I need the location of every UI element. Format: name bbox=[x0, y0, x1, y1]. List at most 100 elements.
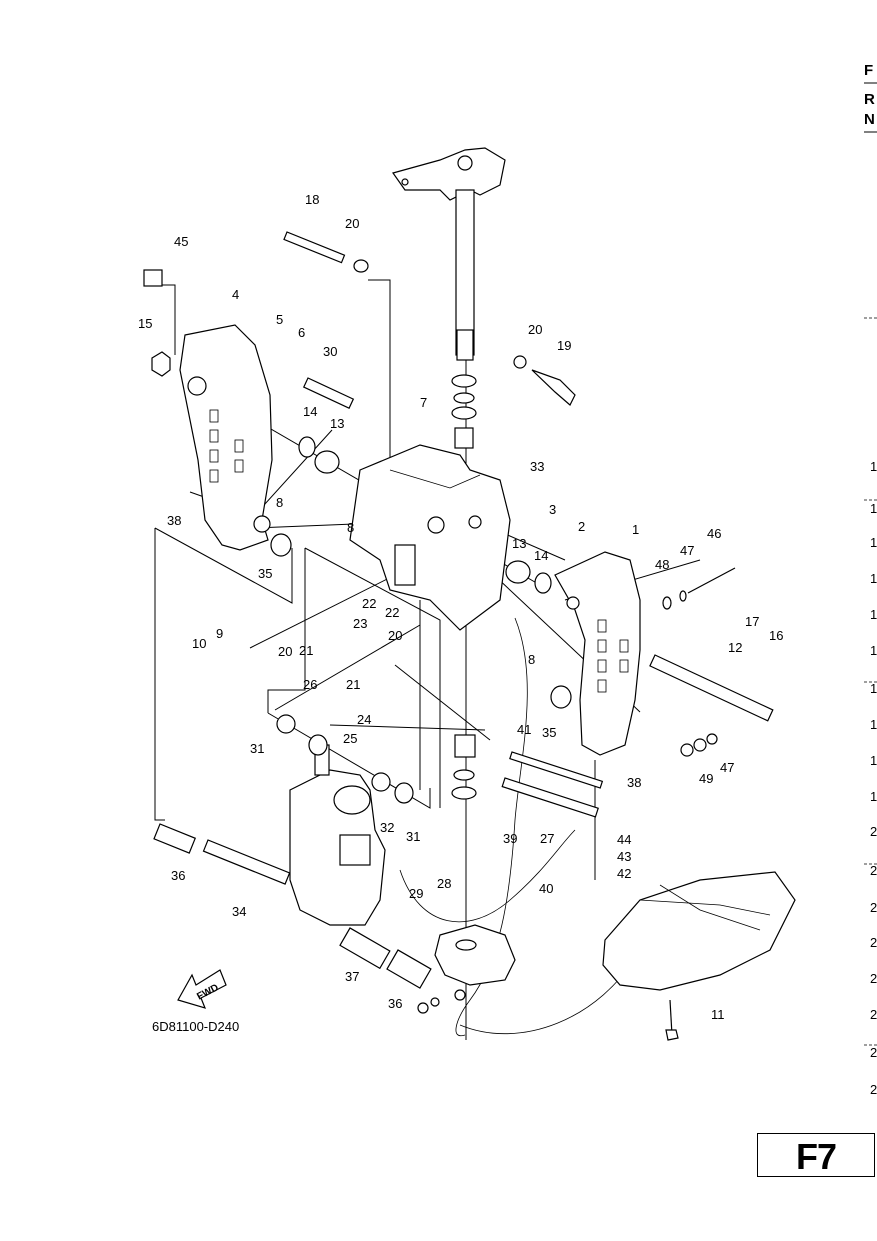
callout-38: 38 bbox=[167, 513, 181, 528]
edge-number: 1 bbox=[870, 571, 877, 586]
callout-47: 47 bbox=[720, 760, 734, 775]
callout-15: 15 bbox=[138, 316, 152, 331]
callout-9: 9 bbox=[216, 626, 223, 641]
callout-49: 49 bbox=[699, 771, 713, 786]
edge-number: 2 bbox=[870, 900, 877, 915]
edge-header-n: N bbox=[864, 111, 875, 128]
callout-30: 30 bbox=[323, 344, 337, 359]
plate-41 bbox=[509, 751, 604, 789]
edge-number: 2 bbox=[870, 935, 877, 950]
edge-number: 1 bbox=[870, 717, 877, 732]
callout-5: 5 bbox=[276, 312, 283, 327]
callout-18: 18 bbox=[305, 192, 319, 207]
callout-37: 37 bbox=[345, 969, 359, 984]
callout-8: 8 bbox=[276, 495, 283, 510]
edge-number: 2 bbox=[870, 971, 877, 986]
callout-39: 39 bbox=[503, 831, 517, 846]
callout-12: 12 bbox=[728, 640, 742, 655]
edge-header-r: R bbox=[864, 91, 875, 108]
callout-21: 21 bbox=[299, 643, 313, 658]
lower-unit-casing bbox=[602, 871, 796, 991]
callout-33: 33 bbox=[530, 459, 544, 474]
callout-28: 28 bbox=[437, 876, 451, 891]
callout-31: 31 bbox=[250, 741, 264, 756]
through-bolt bbox=[649, 654, 774, 722]
callout-1: 1 bbox=[632, 522, 639, 537]
callout-20: 20 bbox=[345, 216, 359, 231]
callout-25: 25 bbox=[343, 731, 357, 746]
callout-38: 38 bbox=[627, 775, 641, 790]
edge-number: 1 bbox=[870, 681, 877, 696]
callout-42: 42 bbox=[617, 866, 631, 881]
edge-number: 1 bbox=[870, 501, 877, 516]
callout-2: 2 bbox=[578, 519, 585, 534]
fwd-arrow: FWD bbox=[177, 969, 227, 1009]
pin-18 bbox=[283, 231, 346, 264]
callout-24: 24 bbox=[357, 712, 371, 727]
callout-13: 13 bbox=[330, 416, 344, 431]
callout-19: 19 bbox=[557, 338, 571, 353]
edge-number: 2 bbox=[870, 863, 877, 878]
callout-4: 4 bbox=[232, 287, 239, 302]
callout-44: 44 bbox=[617, 832, 631, 847]
callout-43: 43 bbox=[617, 849, 631, 864]
callout-20: 20 bbox=[388, 628, 402, 643]
swivel-bracket bbox=[349, 444, 511, 631]
callout-47: 47 bbox=[680, 543, 694, 558]
callout-3: 3 bbox=[549, 502, 556, 517]
callout-36: 36 bbox=[171, 868, 185, 883]
callout-20: 20 bbox=[278, 644, 292, 659]
edge-number: 1 bbox=[870, 789, 877, 804]
callout-46: 46 bbox=[707, 526, 721, 541]
callout-36: 36 bbox=[388, 996, 402, 1011]
callout-29: 29 bbox=[409, 886, 423, 901]
callout-35: 35 bbox=[258, 566, 272, 581]
callout-31: 31 bbox=[406, 829, 420, 844]
edge-number: 1 bbox=[870, 459, 877, 474]
callout-14: 14 bbox=[534, 548, 548, 563]
callout-27: 27 bbox=[540, 831, 554, 846]
callout-23: 23 bbox=[353, 616, 367, 631]
callout-11: 11 bbox=[711, 1007, 725, 1022]
parts bbox=[143, 147, 796, 1041]
callout-45: 45 bbox=[174, 234, 188, 249]
callout-8: 8 bbox=[347, 520, 354, 535]
callout-34: 34 bbox=[232, 904, 246, 919]
callout-10: 10 bbox=[192, 636, 206, 651]
callout-41: 41 bbox=[517, 722, 531, 737]
edge-number: 1 bbox=[870, 643, 877, 658]
callout-17: 17 bbox=[745, 614, 759, 629]
clamp-bracket-right bbox=[554, 551, 641, 756]
clamp-bracket-left bbox=[179, 324, 273, 551]
lower-bushing bbox=[454, 734, 476, 758]
callout-7: 7 bbox=[420, 395, 427, 410]
callout-21: 21 bbox=[346, 677, 360, 692]
plate-39 bbox=[501, 777, 599, 818]
steering-arm bbox=[392, 147, 506, 201]
callout-32: 32 bbox=[380, 820, 394, 835]
callout-48: 48 bbox=[655, 557, 669, 572]
callout-22: 22 bbox=[362, 596, 376, 611]
edge-number: 1 bbox=[870, 535, 877, 550]
callout-16: 16 bbox=[769, 628, 783, 643]
edge-number: 2 bbox=[870, 1045, 877, 1060]
edge-number: 1 bbox=[870, 607, 877, 622]
edge-number: 2 bbox=[870, 824, 877, 839]
callout-6: 6 bbox=[298, 325, 305, 340]
leader-lines bbox=[154, 279, 701, 1040]
page-tag-label: F7 bbox=[796, 1136, 837, 1177]
callout-40: 40 bbox=[539, 881, 553, 896]
diagram-code: 6D81100-D240 bbox=[152, 1019, 239, 1034]
edge-number: 2 bbox=[870, 1082, 877, 1097]
callout-35: 35 bbox=[542, 725, 556, 740]
pin-30 bbox=[302, 377, 355, 409]
steering-pivot-lower bbox=[434, 924, 516, 986]
callout-labels: 1234567888910111213131414151617181920202… bbox=[138, 192, 783, 1022]
callout-26: 26 bbox=[303, 677, 317, 692]
callout-22: 22 bbox=[385, 605, 399, 620]
edge-number: 1 bbox=[870, 753, 877, 768]
callout-14: 14 bbox=[303, 404, 317, 419]
callout-8: 8 bbox=[528, 652, 535, 667]
